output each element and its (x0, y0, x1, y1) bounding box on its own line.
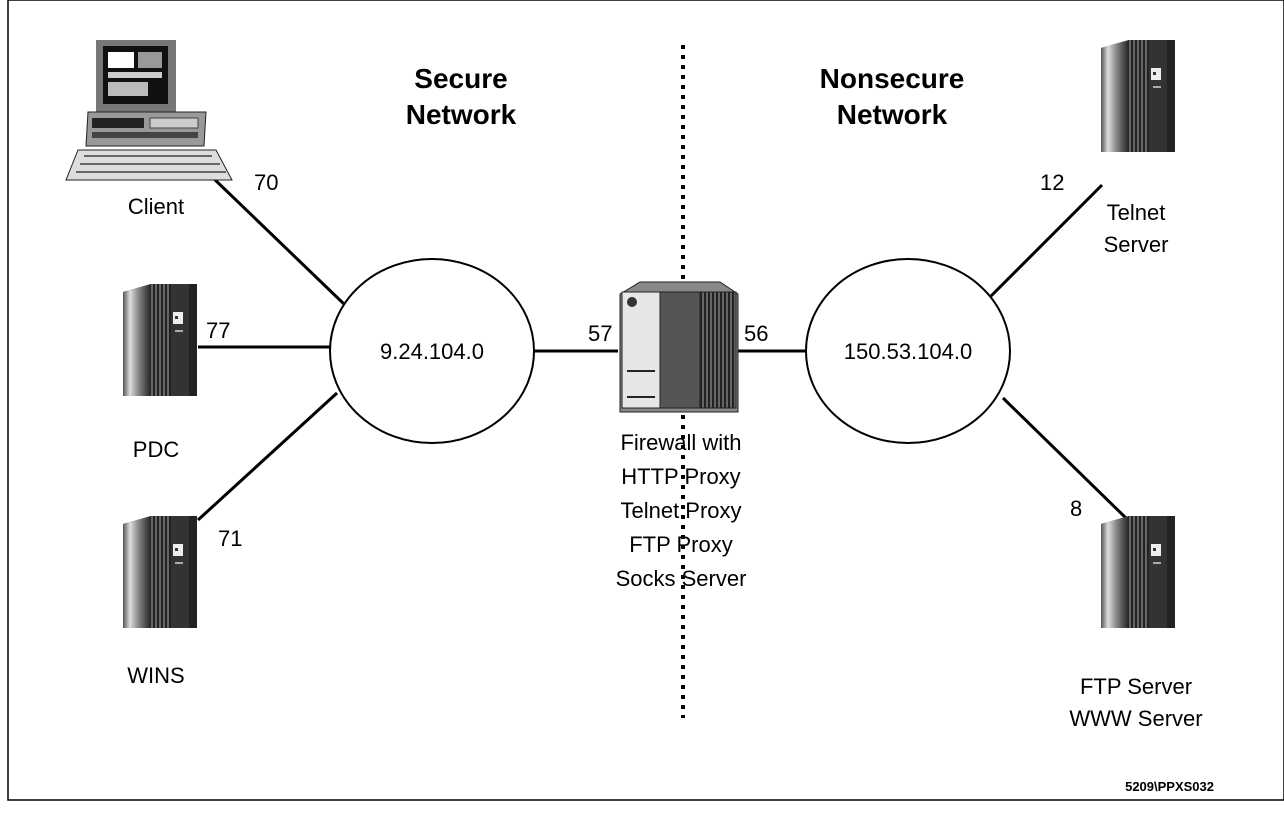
ftp-link (1001, 396, 1130, 522)
firewall-label-line3: Telnet Proxy (620, 498, 741, 523)
firewall-nonsecure-port: 56 (744, 321, 768, 346)
client-label: Client (128, 194, 184, 219)
firewall-label-line4: FTP Proxy (629, 532, 733, 557)
ftp-label-line1: FTP Server (1080, 674, 1192, 699)
secure-header-line1: Secure (414, 63, 507, 94)
secure-network-ring (329, 258, 535, 444)
wins-server-icon (123, 516, 197, 628)
ftp-server-icon (1101, 516, 1175, 628)
firewall-secure-port: 57 (588, 321, 612, 346)
nonsecure-header-line1: Nonsecure (820, 63, 965, 94)
firewall-label-line5: Socks Server (616, 566, 747, 591)
pdc-port: 77 (206, 318, 230, 343)
pdc-server-icon (123, 284, 197, 396)
secure-header-line2: Network (406, 99, 517, 130)
connection-lines (196, 173, 1130, 522)
nonsecure-network-ring (805, 258, 1011, 444)
telnet-port: 12 (1040, 170, 1064, 195)
firewall-label-line2: HTTP Proxy (621, 464, 740, 489)
wins-link (196, 391, 339, 522)
ftp-label-line2: WWW Server (1069, 706, 1202, 731)
firewall-icon (619, 281, 739, 413)
figure-id: 5209\PPXS032 (1125, 779, 1214, 794)
wins-port: 71 (218, 526, 242, 551)
pdc-label: PDC (133, 437, 180, 462)
telnet-label-line2: Server (1104, 232, 1169, 257)
secure-network-address: 9.24.104.0 (380, 339, 484, 364)
ftp-port: 8 (1070, 496, 1082, 521)
client-link (208, 173, 347, 307)
client-port: 70 (254, 170, 278, 195)
client-computer-icon (65, 40, 233, 181)
diagram-border (7, 0, 1284, 801)
nonsecure-network-address: 150.53.104.0 (844, 339, 972, 364)
firewall-label-line1: Firewall with (620, 430, 741, 455)
telnet-link (988, 183, 1104, 299)
telnet-server-icon (1101, 40, 1175, 152)
wins-label: WINS (127, 663, 184, 688)
nonsecure-header-line2: Network (837, 99, 948, 130)
telnet-label-line1: Telnet (1107, 200, 1166, 225)
